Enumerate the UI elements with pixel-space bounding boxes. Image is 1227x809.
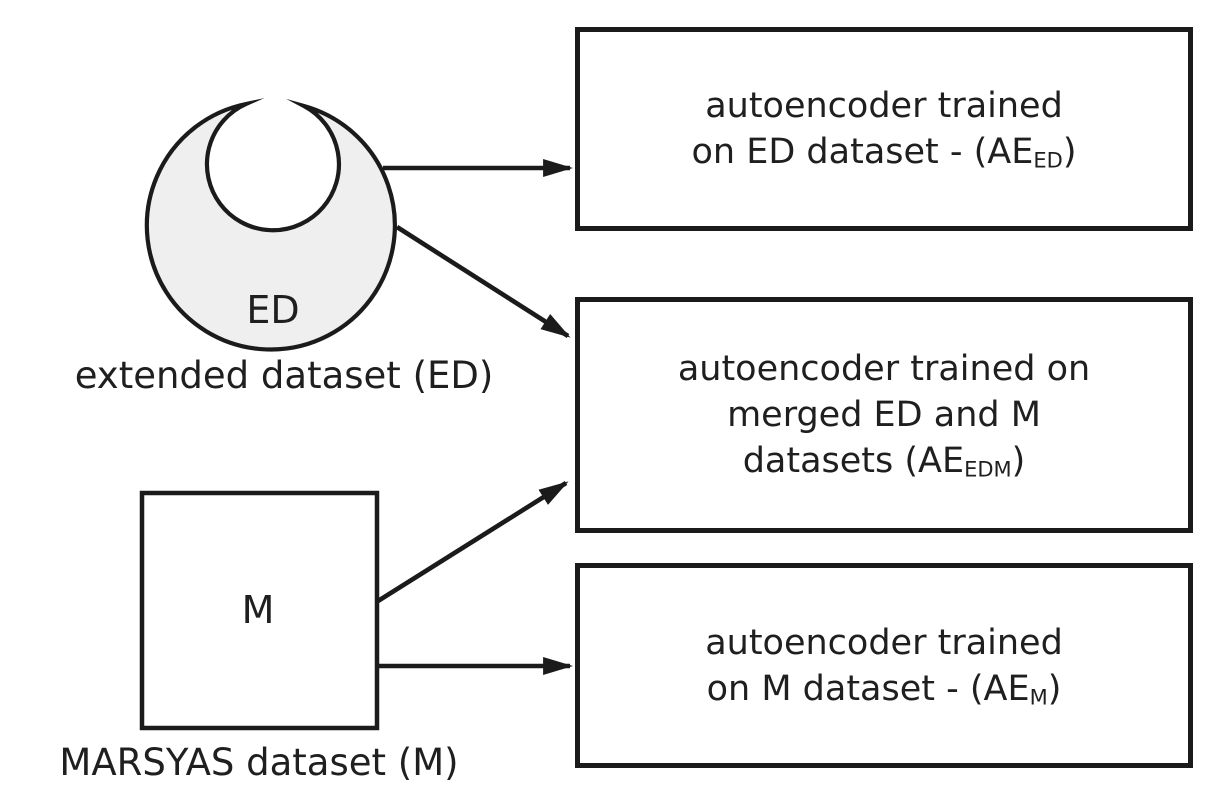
ed-dataset-symbol-label: ED	[246, 288, 300, 332]
m-dataset-square-shape	[139, 490, 380, 731]
ed-dataset-caption: extended dataset (ED)	[74, 354, 494, 397]
m-dataset-symbol-label: M	[241, 588, 275, 632]
arrow-ed-to-ae-edm	[395, 225, 571, 338]
ae-edm-line2: merged ED and M	[727, 395, 1041, 435]
ae-edm-line3: datasets (AEEDM)	[742, 441, 1026, 482]
autoencoder-box-ae-ed: autoencoder trained on ED dataset - (AEE…	[575, 27, 1193, 231]
ae-edm-subscript: EDM	[964, 457, 1012, 482]
ae-ed-subscript: ED	[1033, 148, 1063, 173]
ae-ed-line1: autoencoder trained	[705, 86, 1063, 126]
ae-m-line1: autoencoder trained	[705, 622, 1063, 663]
arrow-m-to-ae-edm	[376, 481, 569, 603]
m-dataset-caption: MARSYAS dataset (M)	[59, 741, 459, 784]
autoencoder-box-ae-edm: autoencoder trained on merged ED and M d…	[575, 297, 1193, 533]
ae-m-subscript: M	[1029, 685, 1048, 710]
autoencoder-box-ae-m: autoencoder trained on M dataset - (AEM)	[575, 563, 1193, 768]
ae-m-line2: on M dataset - (AEM)	[706, 668, 1062, 710]
ed-dataset-crescent-shape	[144, 98, 397, 352]
ae-edm-line1: autoencoder trained on	[677, 349, 1091, 389]
ae-ed-line2: on ED dataset - (AEED)	[691, 132, 1077, 173]
